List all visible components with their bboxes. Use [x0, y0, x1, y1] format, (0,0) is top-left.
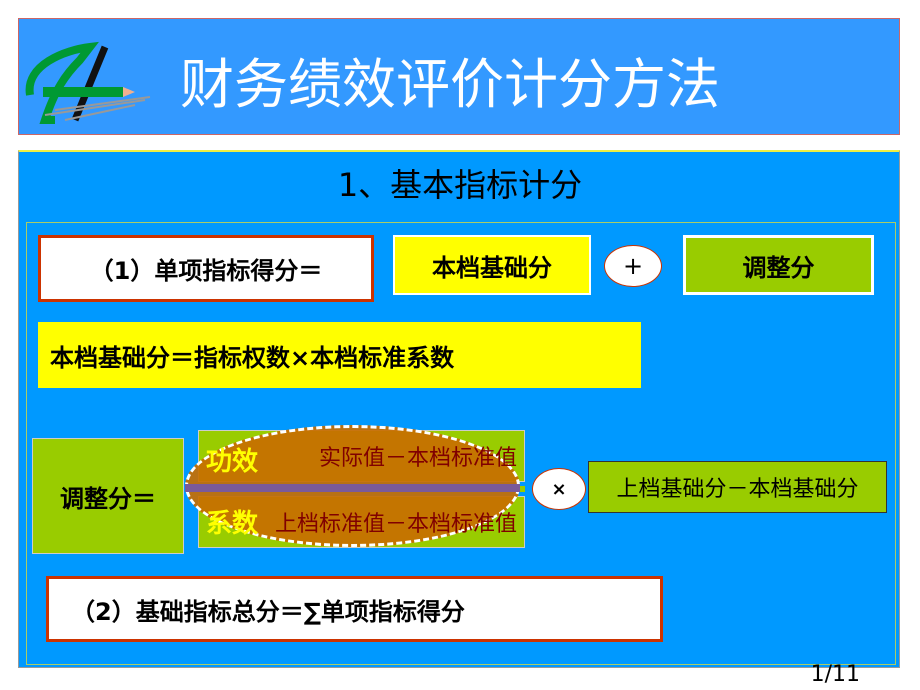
overlay-top-text: 功效	[206, 447, 259, 477]
adjust-label: 调整分＝	[32, 438, 184, 554]
plus-sign: +	[604, 245, 662, 287]
total-score-formula: （2）基础指标总分＝∑单项指标得分	[46, 576, 663, 642]
numerator-text: 实际值－本档标准值	[318, 446, 517, 471]
denominator-text: 上档标准值－本档标准值	[274, 512, 517, 537]
factor-box: 上档基础分－本档基础分	[588, 461, 887, 513]
times-sign: ×	[532, 468, 586, 510]
section-title: 1、基本指标计分	[337, 166, 583, 204]
base-score-box: 本档基础分	[393, 235, 591, 295]
single-score-label: （1）单项指标得分＝	[38, 235, 374, 302]
inner-panel	[26, 222, 896, 665]
overlay-bottom-text: 系数	[206, 509, 259, 539]
oval-divider	[185, 484, 520, 492]
title-bar	[18, 18, 900, 135]
page-title: 财务绩效评价计分方法	[180, 53, 720, 116]
logo-icon	[25, 41, 151, 124]
base-score-formula: 本档基础分＝指标权数×本档标准系数	[38, 322, 641, 388]
adjust-score-box: 调整分	[683, 235, 874, 295]
page-number: 1/11	[810, 662, 860, 687]
